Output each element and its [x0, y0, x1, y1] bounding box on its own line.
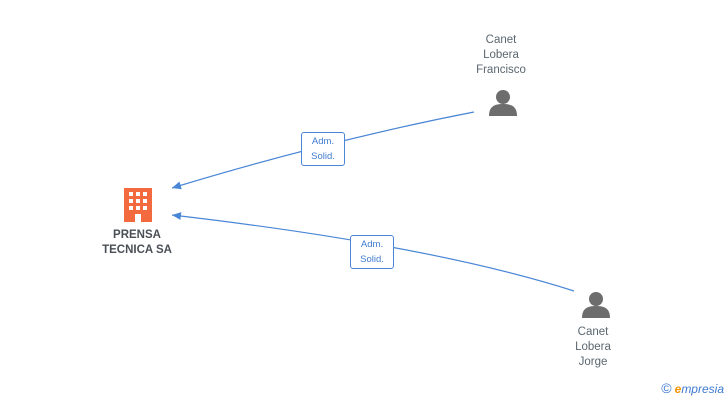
edge-label-line: Adm. [360, 239, 384, 250]
brand-e: e [674, 382, 682, 396]
copyright-symbol: © [661, 380, 672, 396]
person-name-line: Francisco [476, 64, 526, 76]
person-label-jorge[interactable]: Canet Lobera Jorge [558, 325, 628, 370]
person-label-francisco[interactable]: Canet Lobera Francisco [466, 33, 536, 78]
edge-line-jorge [171, 212, 575, 292]
company-name-line: PRENSA [113, 229, 161, 241]
person-name-line: Lobera [483, 49, 519, 61]
person-icon[interactable] [582, 292, 610, 318]
company-name-line: TECNICA SA [102, 244, 172, 256]
person-name-line: Canet [577, 326, 609, 338]
edge-label-line: Adm. [311, 136, 335, 147]
person-name-line: Canet [485, 34, 517, 46]
building-icon[interactable] [124, 188, 152, 222]
brand-name: mpresia [681, 382, 724, 396]
edge-label-line: Solid. [360, 254, 384, 265]
person-icon[interactable] [489, 90, 517, 116]
empresia-logo: ©empresia [661, 380, 724, 396]
person-name-line: Lobera [575, 341, 611, 353]
edge-label-francisco: Adm. Solid. [301, 132, 345, 166]
edge-label-jorge: Adm. Solid. [350, 235, 394, 269]
edge-label-line: Solid. [311, 151, 335, 162]
company-label[interactable]: PRENSA TECNICA SA [92, 228, 182, 258]
person-name-line: Jorge [578, 356, 608, 368]
